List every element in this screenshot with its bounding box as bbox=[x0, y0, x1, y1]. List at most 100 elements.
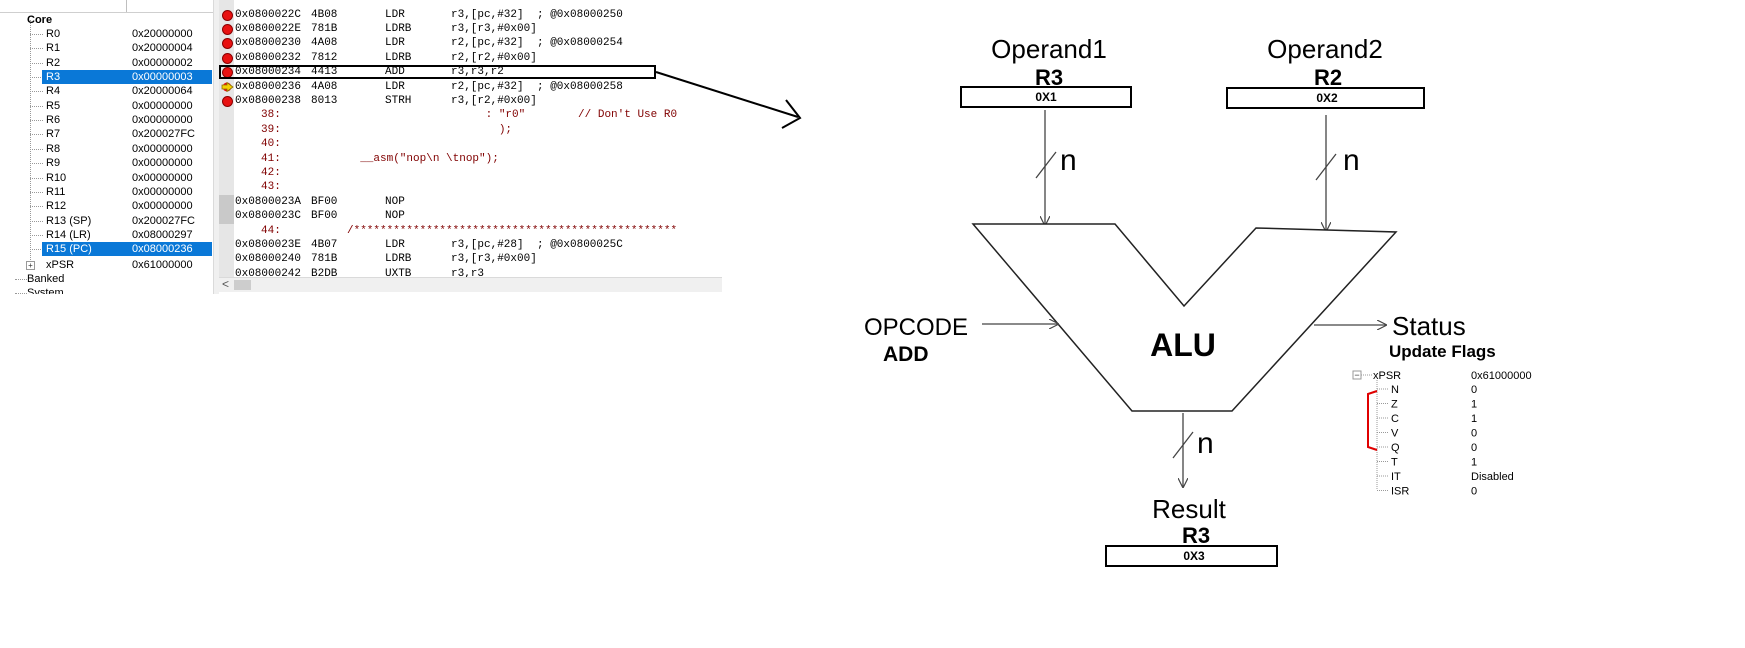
operand1-register: R3 bbox=[1035, 65, 1063, 90]
source-line-number: 38: bbox=[261, 109, 281, 122]
breakpoint-icon[interactable] bbox=[222, 38, 233, 50]
column-separator[interactable] bbox=[126, 0, 127, 12]
register-name: R11 bbox=[46, 185, 66, 198]
current-pc-arrow-icon bbox=[221, 81, 234, 92]
source-line-number: 39: bbox=[261, 123, 281, 136]
source-line[interactable]: 39: ); bbox=[219, 123, 722, 138]
xpsr-value: 0x61000000 bbox=[1471, 370, 1532, 382]
register-row[interactable]: R13 (SP)0x200027FC bbox=[0, 214, 213, 228]
source-line-number: 42: bbox=[261, 166, 281, 179]
register-name: R6 bbox=[46, 114, 61, 127]
register-row[interactable]: R15 (PC)0x08000236 bbox=[0, 242, 213, 257]
tree-connector bbox=[30, 191, 43, 193]
instruction-opcode: 8013 bbox=[311, 94, 338, 107]
register-name: R13 (SP) bbox=[46, 214, 92, 227]
instruction-opcode: 781B bbox=[311, 22, 338, 35]
source-line[interactable]: 40: bbox=[219, 137, 722, 152]
core-group-label: Core bbox=[27, 14, 53, 26]
register-name: R15 (PC) bbox=[46, 243, 92, 256]
update-flags-label: Update Flags bbox=[1389, 342, 1496, 361]
breakpoint-icon[interactable] bbox=[222, 95, 233, 107]
operand1-label: Operand1 bbox=[991, 34, 1107, 64]
result-label: Result bbox=[1152, 494, 1226, 524]
register-value: 0x00000000 bbox=[132, 142, 193, 155]
tree-connector bbox=[30, 163, 43, 165]
register-name: R0 bbox=[46, 28, 61, 40]
register-value: 0x00000003 bbox=[132, 71, 193, 84]
operand2-value: 0X2 bbox=[1316, 91, 1338, 105]
register-row[interactable]: R7 0x200027FC bbox=[0, 127, 213, 141]
instruction-operands: r3,r3 bbox=[451, 267, 485, 280]
instruction-operands: r2,[r2,#0x00] bbox=[451, 51, 537, 64]
instruction-address: 0x0800022E bbox=[235, 22, 302, 35]
tree-connector bbox=[30, 220, 43, 222]
instruction-address: 0x08000234 bbox=[235, 66, 302, 79]
tree-connector bbox=[30, 249, 43, 251]
instruction-operands: r3,[r3,#0x00] bbox=[451, 22, 537, 35]
register-name: R9 bbox=[46, 157, 61, 170]
banked-group-label: Banked bbox=[27, 273, 65, 285]
expand-icon[interactable]: + bbox=[26, 261, 35, 270]
source-line[interactable]: 42: bbox=[219, 166, 722, 181]
register-value: 0x61000000 bbox=[132, 259, 193, 271]
scroll-thumb[interactable] bbox=[234, 280, 251, 290]
pointer-arrow bbox=[655, 71, 802, 129]
instruction-opcode: 4B08 bbox=[311, 8, 338, 21]
instruction-comment: ; @0x08000254 bbox=[537, 37, 623, 50]
register-value: 0x00000002 bbox=[132, 56, 193, 69]
instruction-opcode: 7812 bbox=[311, 51, 338, 64]
xpsr-row[interactable]: + xPSR 0x61000000 bbox=[0, 258, 213, 272]
bus-slash bbox=[1172, 431, 1194, 459]
operand2-box bbox=[1226, 87, 1425, 109]
source-line[interactable]: 44:/************************************… bbox=[219, 224, 722, 239]
breakpoint-icon[interactable] bbox=[222, 23, 233, 35]
instruction-mnemonic: LDR bbox=[385, 8, 405, 21]
result-box bbox=[1105, 545, 1278, 567]
register-value: 0x20000064 bbox=[132, 85, 193, 98]
gutter-mark bbox=[219, 209, 234, 224]
tree-connector bbox=[30, 148, 43, 150]
register-name: R7 bbox=[46, 128, 61, 141]
source-line[interactable]: 41: __asm("nop\n \tnop"); bbox=[219, 152, 722, 167]
scroll-left-icon[interactable]: < bbox=[222, 277, 230, 291]
breakpoint-icon[interactable] bbox=[222, 52, 233, 64]
breakpoint-icon[interactable] bbox=[222, 9, 233, 21]
source-line-number: 44: bbox=[261, 224, 281, 237]
instruction-mnemonic: LDR bbox=[385, 238, 405, 251]
instruction-operands: r2,[pc,#32] bbox=[451, 37, 524, 50]
register-name: R4 bbox=[46, 85, 61, 98]
operand1-value: 0X1 bbox=[1035, 90, 1057, 104]
register-row[interactable]: R4 0x20000064 bbox=[0, 84, 213, 98]
selection-highlight bbox=[42, 70, 212, 85]
source-line[interactable]: 38: : "r0" // Don't Use R0 bbox=[219, 108, 722, 123]
register-header bbox=[0, 0, 213, 13]
register-value: 0x200027FC bbox=[132, 128, 195, 141]
horizontal-scrollbar[interactable]: < bbox=[219, 277, 722, 292]
register-row[interactable]: R14 (LR)0x08000297 bbox=[0, 228, 213, 242]
source-line[interactable]: 43: bbox=[219, 180, 722, 195]
